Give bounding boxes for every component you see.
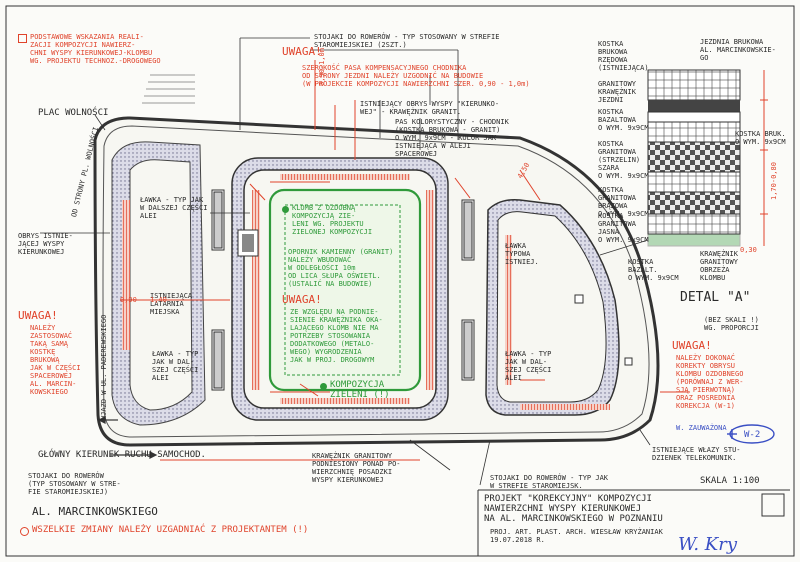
note-street-lamp: ISTNIEJĄCA LATARNIA MIEJSKA [150, 292, 193, 316]
note-warning-right-text: NALEŻY DOKONAĆ KOREKTY OBRYSU KLOMBU OZD… [676, 354, 744, 410]
detail-road-curb: GRANITOWY KRAWĘŻNIK JEZDNI [598, 80, 636, 104]
flowerbed-marker [282, 206, 289, 213]
note-bike-racks-left: STOJAKI DO ROWERÓW (TYP STOSOWANY W STRE… [28, 472, 121, 496]
note-granite-curb: KRAWĘŻNIK GRANITOWY PODNIESIONY PONAD PO… [312, 452, 401, 484]
note-bike-racks-top: STOJAKI DO ROWERÓW - TYP STOSOWANY W STR… [314, 33, 500, 49]
dim-170: 1,70-0,80 [770, 162, 778, 200]
note-flowerbed: KLOMB Z OZDOBNĄ KOMPOZYCJĄ ZIE- LENI WG.… [292, 204, 373, 236]
label-entry-paderewskiego: WJAZD W UL. PADEREWSKIEGO [100, 314, 108, 420]
scale-label: SKALA 1:100 [700, 476, 760, 486]
detail-no-scale: (BEZ SKALI !) WG. PROPORCJI [704, 316, 759, 332]
note-stone-bollard: OPORNIK KAMIENNY (GRANIT) NALEŻY WBUDOWA… [288, 248, 394, 288]
note-revision: W. ZAUWAŻONA [676, 424, 727, 432]
detail-row-cobble: KOSTKA BRUKOWA RZĘDOWA (ISTNIEJĄCA) [598, 40, 649, 72]
note-bullet-bottom [20, 527, 29, 536]
detail-basalt: KOSTKA BAZALTOWA O WYM. 9x9CM [598, 108, 649, 132]
note-warning-top-label: UWAGA! [282, 45, 322, 58]
detail-basalt-small: KOSTKA BAZALT. O WYM. 9x9CM [628, 258, 679, 282]
detail-road: JEZDNIA BRUKOWA AL. MARCINKOWSKIE- GO [700, 38, 776, 62]
detail-granite-brown: KOSTKA GRANITOWA BRĄZOWA O WYM. 9x9CM [598, 186, 649, 218]
note-warning-mid-label: UWAGA! [282, 293, 322, 306]
sheet-frame [5, 5, 795, 557]
crosswalk [142, 74, 195, 104]
detail-a-panel [647, 69, 768, 247]
note-all-changes: WSZELKIE ZMIANY NALEŻY UZGADNIAĆ Z PROJE… [32, 525, 309, 535]
dim-030: 0,30 [740, 246, 757, 254]
note-telecom-manholes: ISTNIEJĄCE WŁAZY STU- DZIENEK TELEKOMUNI… [652, 446, 741, 462]
label-al-marcinkowskiego: AL. MARCINKOWSKIEGO [32, 505, 158, 518]
dim-090-100: 0,90-1,0m [318, 48, 326, 86]
note-bullet [18, 34, 27, 43]
note-warning-top-text: SZEROKOŚĆ PASA KOMPENSACYJNEGO CHODNIKA … [302, 64, 530, 88]
revision-tag: W-2 [744, 430, 761, 440]
note-warning-left-label: UWAGA! [18, 309, 58, 322]
note-bike-racks-right: STOJAKI DO ROWERÓW - TYP JAK W STREFIE S… [490, 474, 609, 490]
detail-flowerbed-curb: KRAWĘŻNIK GRANITOWY OBRZEŻA KLOMBU [700, 250, 738, 282]
title-block-author: PROJ. ART. PLAST. ARCH. WIESŁAW KRYŻANIA… [490, 528, 663, 544]
dim-140: 1,40 [150, 296, 167, 304]
label-main-traffic: GŁÓWNY KIERUNEK RUCHU SAMOCHOD. [38, 450, 206, 460]
note-bench-type: ŁAWKA - TYP JAK W DALSZEJ CZĘŚCI ALEI [140, 196, 208, 220]
note-bench-left: ŁAWKA - TYP JAK W DAL- SZEJ CZĘŚCI ALEI [152, 350, 199, 382]
note-top-left: PODSTAWOWE WSKAZANIA REALI- ZACJI KOMPOZ… [30, 33, 161, 65]
note-bench-right: ŁAWKA - TYP JAK W DAL- SZEJ CZĘŚCI ALEI [505, 350, 552, 382]
label-plac-wolnosci: PLAC WOLNOŚCI [38, 108, 109, 118]
flowerbed-outline [268, 188, 422, 392]
note-existing-island: OBRYS ISTNIE- JĄCEJ WYSPY KIERUNKOWEJ [18, 232, 73, 256]
greenery-marker [320, 383, 327, 390]
benches [211, 189, 475, 391]
note-warning-mid-text: ZE WZGLĘDU NA PODNIE- SIENIE KRAWĘŻNIKA … [290, 308, 383, 364]
dim-090: 0,90 [120, 296, 137, 304]
author-signature: W. Kry [678, 534, 738, 555]
note-color-strip: PAS KOLORYSTYCZNY - CHODNIK (KOSTKA BRUK… [395, 118, 509, 158]
detail-cobble-right: KOSTKA BRUK. O WYM. 9x9CM [735, 130, 786, 146]
detail-granite-light: KOSTKA GRANITOWA JASNA O WYM. 9x9CM [598, 212, 649, 244]
direction-arrow [97, 416, 158, 459]
title-block-project: PROJEKT "KOREKCYJNY" KOMPOZYCJI NAWIERZC… [484, 494, 663, 524]
note-greenery: KOMPOZYCJA ZIELENI (!) [330, 380, 390, 400]
detail-title: DETAL "A" [680, 290, 751, 305]
revision-mark [727, 424, 775, 444]
note-typical-bench: ŁAWKA TYPOWA ISTNIEJ. [505, 242, 539, 266]
note-warning-left-text: NALEŻY ZASTOSOWAĆ TAKĄ SAMĄ KOSTKĘ BRUKO… [30, 324, 81, 396]
note-warning-right-label: UWAGA! [672, 339, 712, 352]
note-existing-outline: ISTNIEJĄCY OBRYS WYSPY "KIERUNKO- WEJ" -… [360, 100, 500, 116]
detail-granite-grey: KOSTKA GRANITOWA (STRZELIN) SZARA O WYM.… [598, 140, 649, 180]
